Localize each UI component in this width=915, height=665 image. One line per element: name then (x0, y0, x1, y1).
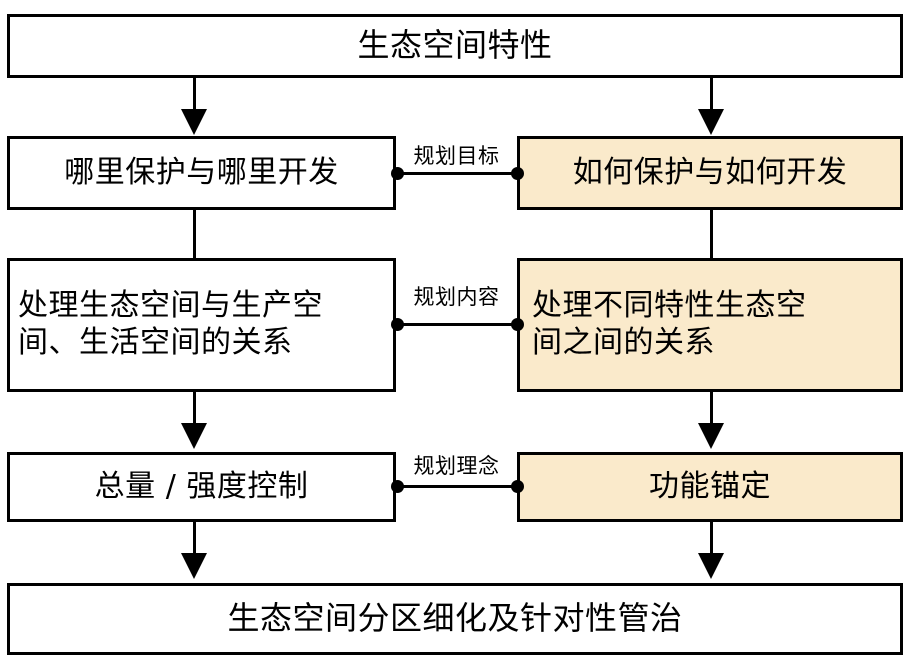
node-label: 哪里保护与哪里开发 (64, 154, 339, 190)
node-label: 生态空间特性 (357, 26, 553, 65)
node-relation-among-eco-space-types: 处理不同特性生态空 间之间的关系 (517, 258, 903, 392)
relation-dot-planning-content-right (511, 318, 524, 331)
relation-dot-planning-philosophy-left (391, 480, 404, 493)
connector-top-to-row1-left-line (193, 78, 196, 111)
relation-dot-planning-goal-right (511, 167, 524, 180)
relation-label-planning-goal: 规划目标 (413, 144, 500, 168)
connector-row2-to-row3-right-arrowhead (698, 423, 724, 449)
relation-dot-planning-philosophy-right (511, 480, 524, 493)
node-function-anchoring: 功能锚定 (517, 452, 903, 522)
node-label: 如何保护与如何开发 (572, 154, 848, 190)
relation-label-planning-content: 规划内容 (413, 285, 500, 309)
node-label: 生态空间分区细化及针对性管治 (227, 599, 683, 638)
node-how-to-protect-and-develop: 如何保护与如何开发 (517, 136, 903, 210)
connector-top-to-row1-right-line (710, 78, 713, 111)
connector-row2-to-row3-right-line (710, 392, 713, 425)
node-where-to-protect-and-develop: 哪里保护与哪里开发 (7, 136, 396, 210)
connector-row3-to-bottom-right-arrowhead (698, 553, 724, 579)
node-relation-eco-production-living-space: 处理生态空间与生产空 间、生活空间的关系 (7, 258, 396, 392)
node-eco-space-zoning-refinement-governance: 生态空间分区细化及针对性管治 (7, 583, 903, 655)
node-label: 功能锚定 (649, 468, 771, 504)
relation-line-planning-content (396, 323, 517, 326)
connector-row2-to-row3-left-line (193, 392, 196, 425)
connector-top-to-row1-left-arrowhead (181, 109, 207, 135)
relation-line-planning-philosophy (396, 485, 517, 488)
relation-line-planning-goal (396, 172, 517, 175)
connector-row3-to-bottom-left-line (193, 522, 196, 555)
connector-row1-to-row2-right-line (710, 210, 713, 258)
connector-row1-to-row2-left-line (193, 210, 196, 258)
relation-dot-planning-goal-left (391, 167, 404, 180)
node-label: 总量 / 强度控制 (94, 468, 309, 504)
node-label: 处理生态空间与生产空 间、生活空间的关系 (18, 288, 323, 360)
node-total-amount-intensity-control: 总量 / 强度控制 (7, 452, 396, 522)
connector-row3-to-bottom-right-line (710, 522, 713, 555)
node-ecological-space-characteristics: 生态空间特性 (7, 14, 903, 78)
relation-label-planning-philosophy: 规划理念 (413, 454, 500, 478)
connector-row2-to-row3-left-arrowhead (181, 423, 207, 449)
connector-row3-to-bottom-left-arrowhead (181, 553, 207, 579)
node-label: 处理不同特性生态空 间之间的关系 (532, 288, 807, 360)
connector-top-to-row1-right-arrowhead (698, 109, 724, 135)
relation-dot-planning-content-left (391, 318, 404, 331)
